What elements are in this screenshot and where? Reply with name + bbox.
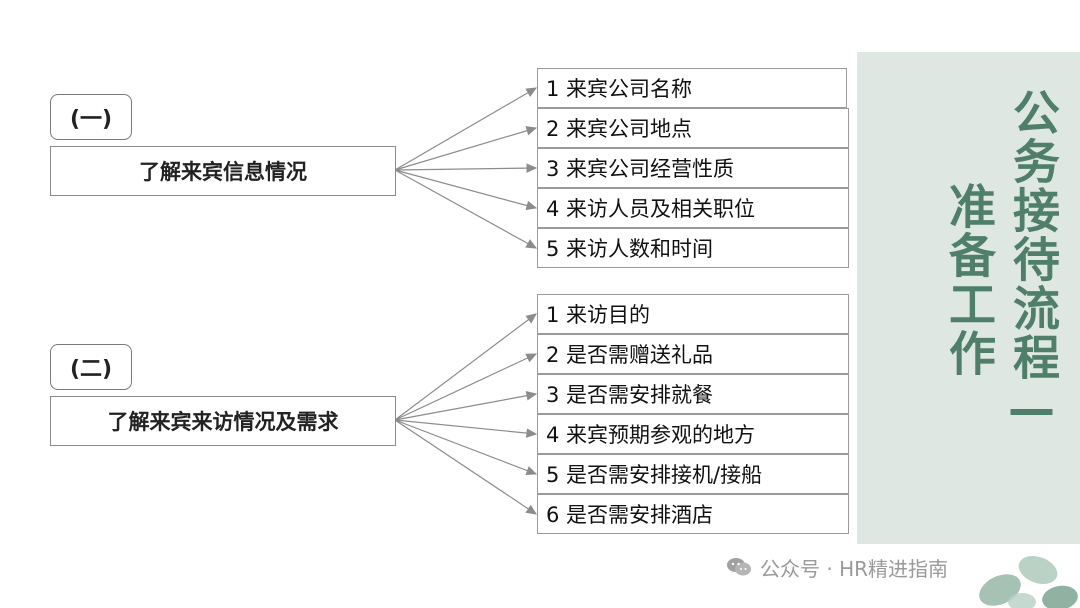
arrow-2-3: [394, 391, 538, 421]
arrow-2-5: [394, 419, 538, 476]
arrow-2-2: [394, 353, 538, 421]
side-title-line2: 准备工作: [940, 182, 995, 378]
arrow-1-3: [394, 163, 538, 173]
section-2-item-6: 6 是否需安排酒店: [537, 494, 849, 534]
section-2-item-4: 4 来宾预期参观的地方: [537, 414, 849, 454]
arrow-1-1: [394, 87, 538, 171]
section-2-number: (二): [50, 344, 132, 390]
section-1-item-3: 3 来宾公司经营性质: [537, 148, 849, 188]
side-title-line1: 公务接待流程—: [1004, 88, 1059, 439]
watermark-text: 公众号 · HR精进指南: [760, 556, 949, 581]
leaf-decoration-icon: [979, 555, 1078, 608]
section-2-item-5: 5 是否需安排接机/接船: [537, 454, 849, 494]
section-1-number: (一): [50, 94, 132, 140]
watermark: 公众号 · HR精进指南: [726, 552, 948, 582]
arrow-2-1: [394, 313, 537, 421]
side-title-panel: 公务接待流程— 准备工作: [857, 52, 1080, 544]
arrow-1-4: [394, 169, 538, 211]
section-2-item-2: 2 是否需赠送礼品: [537, 334, 849, 374]
arrow-2-4: [394, 419, 538, 438]
arrow-1-5: [394, 169, 538, 249]
section-2-category: 了解来宾来访情况及需求: [50, 396, 396, 446]
section-1-item-2: 2 来宾公司地点: [537, 108, 849, 148]
arrow-1-2: [394, 126, 538, 171]
wechat-icon: [726, 557, 752, 577]
section-1-category: 了解来宾信息情况: [50, 146, 396, 196]
section-1-item-1: 1 来宾公司名称: [537, 68, 847, 108]
section-2-item-3: 3 是否需安排就餐: [537, 374, 849, 414]
section-2-item-1: 1 来访目的: [537, 294, 849, 334]
section-1-item-4: 4 来访人员及相关职位: [537, 188, 849, 228]
section-1-item-5: 5 来访人数和时间: [537, 228, 849, 268]
arrow-2-6: [394, 419, 537, 515]
